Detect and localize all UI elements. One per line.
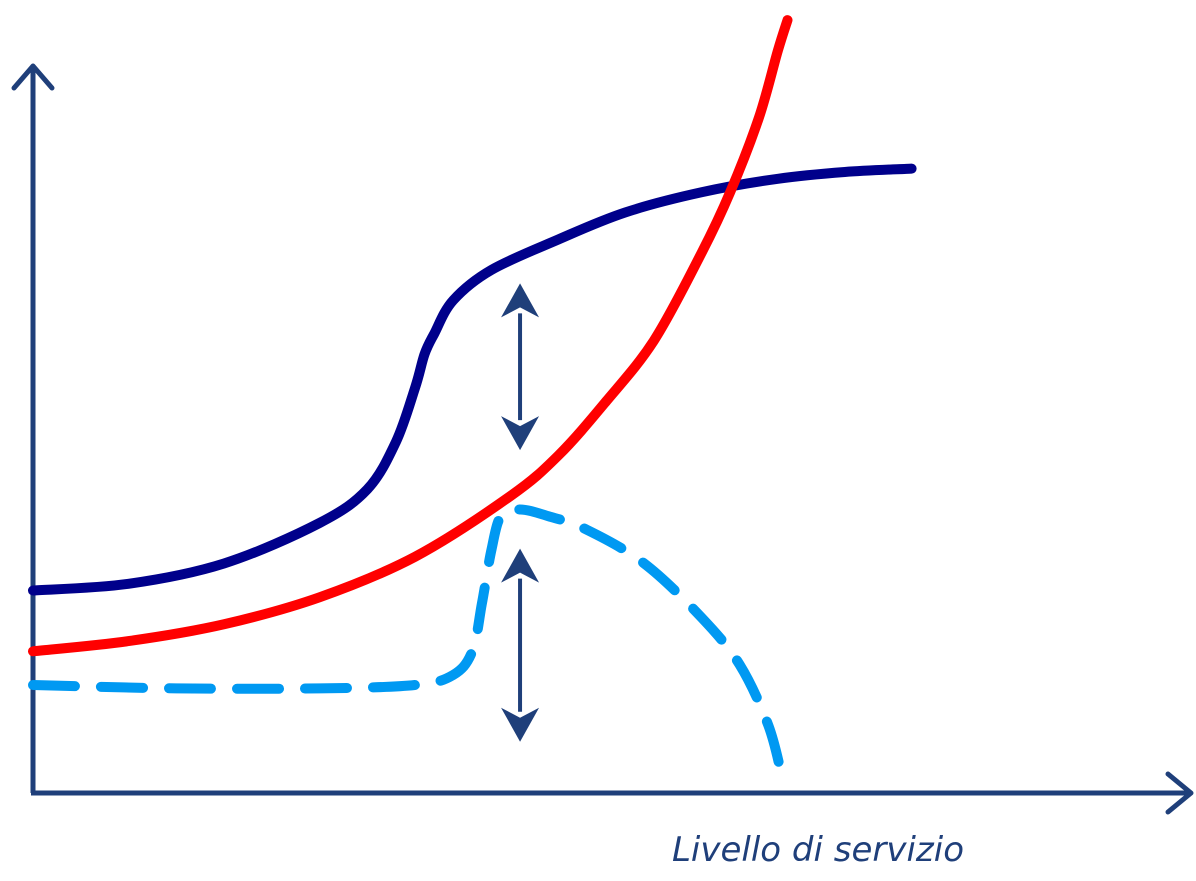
y-axis: [11, 63, 55, 793]
y-axis-arrowhead: [11, 63, 55, 91]
double-arrow-2: [501, 548, 540, 742]
double-arrow-2-head-top: [501, 548, 540, 583]
double-arrow-1: [501, 283, 540, 451]
double-arrow-1-head-bottom: [501, 416, 540, 451]
x-axis-label: Livello di servizio: [672, 830, 964, 870]
annotation-layer: [501, 283, 540, 742]
double-arrow-2-head-bottom: [501, 707, 540, 742]
x-axis-arrowhead: [1165, 771, 1194, 815]
double-arrow-1-head-top: [501, 283, 540, 318]
x-axis: [31, 771, 1194, 815]
series-layer: [28, 15, 917, 785]
series-3-line: [28, 504, 788, 785]
series-2-line: [28, 15, 793, 657]
